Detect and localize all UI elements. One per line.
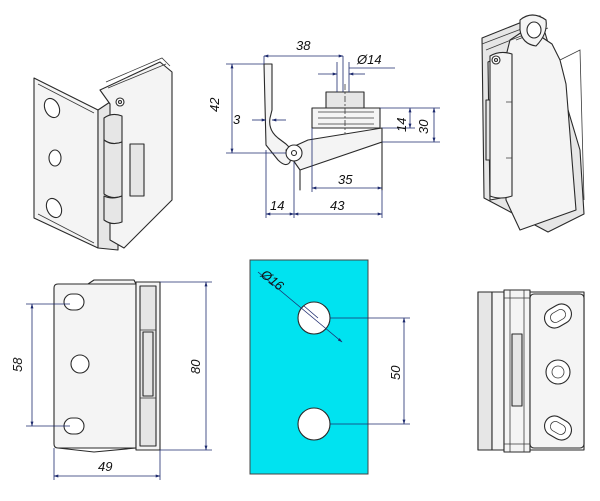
dim-dia-14: Ø14 [356, 52, 382, 67]
dim-30: 30 [416, 119, 431, 134]
dim-35: 35 [338, 172, 353, 187]
front-view-dimensions: 58 80 49 [10, 281, 212, 480]
side-section-view [263, 63, 383, 191]
dim-38: 38 [296, 38, 311, 53]
front-view [53, 279, 161, 453]
dim-14-bottom: 14 [270, 198, 284, 213]
dim-50: 50 [388, 365, 403, 380]
isometric-view-left [33, 57, 173, 251]
dim-49: 49 [98, 459, 112, 474]
isometric-view-right [481, 14, 585, 233]
dim-58: 58 [10, 357, 25, 372]
dim-80: 80 [188, 359, 203, 374]
dim-42: 42 [207, 97, 222, 112]
glass-hole-top [297, 301, 331, 335]
dim-43: 43 [330, 198, 345, 213]
glass-panel [249, 259, 369, 475]
glass-hole-bottom [297, 407, 331, 441]
dim-3: 3 [233, 112, 241, 127]
glass-panel-view: 50 Ø16 [249, 259, 410, 475]
dim-14-right: 14 [394, 118, 409, 132]
side-view-right [477, 289, 585, 453]
side-view-dimensions: 38 Ø14 42 3 14 30 35 14 43 [207, 38, 440, 218]
